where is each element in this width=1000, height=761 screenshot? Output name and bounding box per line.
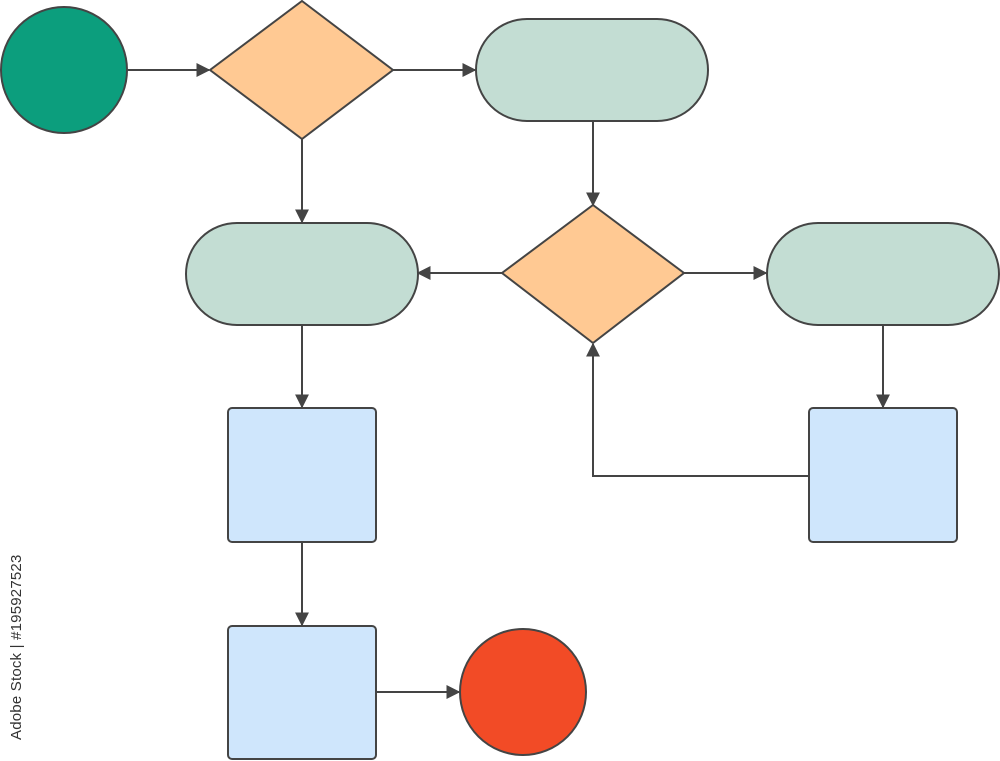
decision-diamond-top[interactable]	[208, 0, 395, 141]
process-rounded-right[interactable]	[766, 222, 1000, 326]
stock-watermark-id: Adobe Stock | #195927523	[8, 554, 25, 740]
process-rounded-left[interactable]	[185, 222, 419, 326]
start-circle[interactable]	[0, 6, 128, 134]
connector-box-right-to-decision2	[586, 342, 809, 477]
end-circle[interactable]	[459, 628, 587, 756]
process-box-left-lower[interactable]	[227, 625, 377, 760]
process-box-left-upper[interactable]	[227, 407, 377, 543]
process-rounded-top[interactable]	[475, 18, 709, 122]
process-box-right[interactable]	[808, 407, 958, 543]
decision-diamond-middle[interactable]	[500, 203, 686, 345]
connectors	[128, 63, 890, 699]
